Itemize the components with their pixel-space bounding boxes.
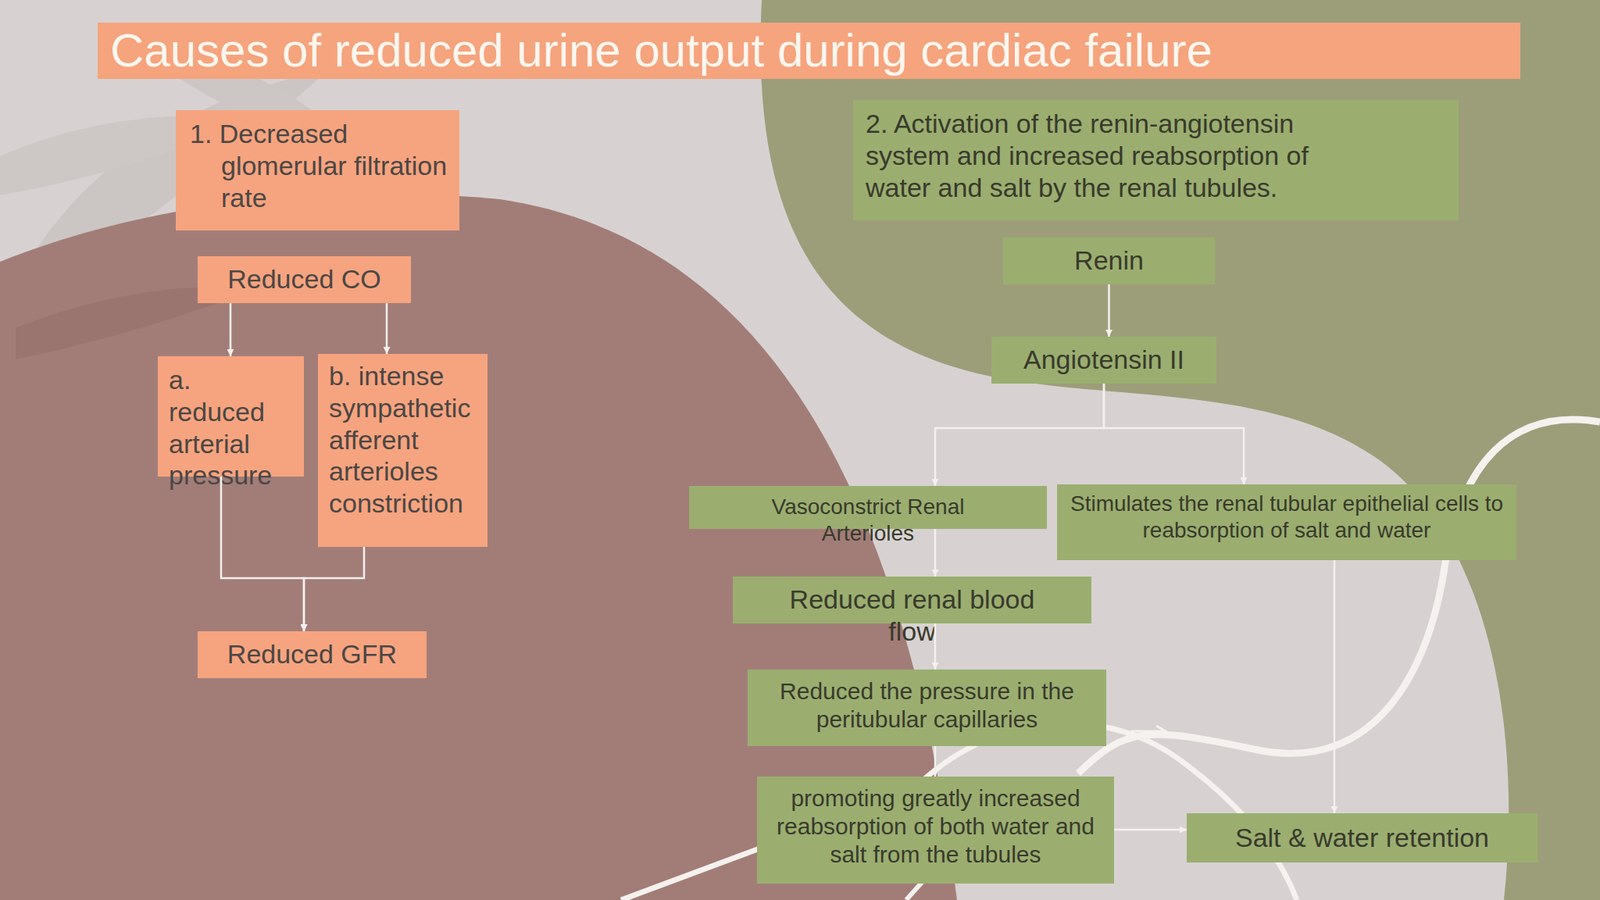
process-box: Stimulates the renal tubular epithelial …	[1057, 484, 1517, 561]
white-curve	[1078, 419, 1600, 774]
process-box: Angiotensin II	[991, 336, 1217, 384]
arrow-connector	[229, 303, 233, 357]
diagram-title: Causes of reduced urine output during ca…	[110, 24, 1213, 77]
process-box: Vasoconstrict Renal Arterioles	[689, 485, 1047, 529]
arrow-connector	[1103, 383, 1244, 485]
box-text: 1. Decreased glomerular filtration rate	[221, 117, 449, 214]
arrow-connector	[1107, 284, 1111, 337]
box-text: Reduced GFR	[205, 638, 419, 671]
box-text: Vasoconstrict Renal Arterioles	[735, 493, 1000, 547]
arrow-connector	[934, 528, 937, 577]
process-box: b. intense sympathetic afferent arteriol…	[317, 353, 488, 547]
box-text: Stimulates the renal tubular epithelial …	[1063, 490, 1511, 543]
box-text: 2. Activation of the renin-angiotensin s…	[865, 107, 1373, 204]
process-box: Reduced the pressure in the peritubular …	[747, 669, 1107, 747]
process-box: Reduced GFR	[197, 631, 427, 679]
arrow-connector	[934, 746, 937, 777]
process-box: 1. Decreased glomerular filtration rate	[175, 110, 460, 231]
arrow-connector	[385, 303, 389, 354]
title-band: Causes of reduced urine output during ca…	[97, 22, 1521, 79]
box-text: b. intense sympathetic afferent arteriol…	[328, 360, 482, 520]
process-box: promoting greatly increased reabsorption…	[757, 776, 1115, 884]
arrow-connector	[935, 383, 1104, 486]
white-curve	[621, 847, 762, 900]
arrow-connector	[221, 476, 304, 632]
box-text: Renin	[1010, 244, 1208, 277]
arrow-connector	[1333, 560, 1336, 814]
arrow-connector	[1114, 828, 1187, 832]
process-box: Reduced renal blood flow	[732, 576, 1092, 624]
box-text: a. reduced arterial pressure	[168, 364, 293, 492]
box-text: Angiotensin II	[999, 343, 1209, 376]
box-text: Reduced renal blood flow	[764, 583, 1061, 648]
process-box: 2. Activation of the renin-angiotensin s…	[853, 100, 1459, 221]
box-text: promoting greatly increased reabsorption…	[766, 784, 1105, 869]
box-text: Reduced CO	[205, 263, 404, 296]
process-box: Renin	[1003, 237, 1215, 285]
process-box: Salt & water retention	[1186, 813, 1538, 863]
decor-arrow	[1130, 725, 1166, 737]
arrow-connector	[934, 623, 937, 670]
process-box: a. reduced arterial pressure	[157, 356, 304, 477]
box-text: Salt & water retention	[1194, 821, 1530, 854]
box-text: Reduced the pressure in the peritubular …	[757, 677, 1097, 734]
arrow-connector	[303, 546, 365, 632]
process-box: Reduced CO	[197, 256, 411, 304]
